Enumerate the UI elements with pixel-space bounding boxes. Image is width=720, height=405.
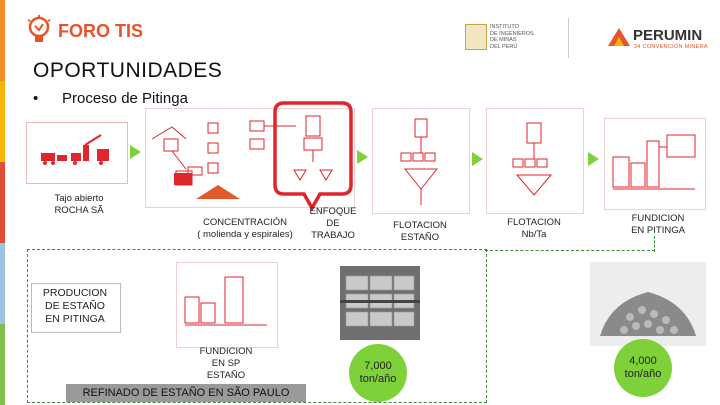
label-pitinga-smelter: FUNDICION EN PITINGA — [631, 213, 685, 236]
bullet-text: Proceso de Pitinga — [62, 90, 188, 107]
label-open-pit: Tajo abierto ROCHA SÃ — [54, 193, 104, 216]
flow-arrow-1 — [130, 145, 141, 159]
flow-arrow-4 — [588, 152, 599, 166]
tin-ingot-stack-icon — [340, 266, 420, 340]
perumin-name: PERUMIN — [633, 27, 703, 44]
panel-open-pit — [26, 122, 128, 184]
panel-pitinga-smelter — [604, 118, 706, 210]
panel-sp-smelter — [176, 262, 278, 348]
refining-bar: REFINADO DE ESTAÑO EN SÃO PAULO — [66, 384, 306, 402]
tin-pellets-icon — [590, 262, 706, 346]
panel-tin-flotation — [372, 108, 470, 214]
flow-arrow-2 — [357, 150, 368, 164]
connector-line — [654, 236, 655, 252]
flotation-cell-icon — [512, 122, 553, 196]
concentration-plant-icon — [151, 120, 296, 199]
mining-equipment-icon — [41, 134, 109, 165]
label-tin-flotation: FLOTACION ESTAÑO — [393, 220, 447, 243]
brand-name: FORO TIS — [58, 21, 143, 41]
flow-arrow-3 — [472, 152, 483, 166]
value-badge-left: 7,000 ton/año — [349, 344, 407, 402]
institute-seal-icon — [465, 24, 487, 50]
mountain-icon — [608, 28, 630, 46]
label-focus: ENFOQUE DE TRABAJO — [309, 206, 357, 241]
slide-title: OPORTUNIDADES — [33, 59, 223, 82]
label-concentration: CONCENTRACIÓN ( molienda y espirales) — [197, 217, 293, 240]
production-box — [31, 283, 121, 333]
left-color-strip — [0, 0, 5, 405]
smelter-icon — [612, 134, 696, 190]
lightbulb-icon — [27, 15, 51, 42]
tin-pellets-image — [590, 262, 706, 346]
institute-name: INSTITUTO DE INGENIEROS DE MINAS DEL PER… — [490, 24, 534, 50]
smelter-icon — [184, 276, 267, 326]
header-divider — [568, 18, 569, 58]
tin-ingots-image — [340, 266, 420, 340]
focus-callout-frame — [273, 101, 353, 212]
label-refining: REFINADO DE ESTAÑO EN SÃO PAULO — [82, 387, 290, 399]
label-sp-smelter: FUNDICION EN SP ESTAÑO — [199, 346, 253, 381]
perumin-logo — [608, 28, 630, 51]
label-production: PRODUCION DE ESTAÑO EN PITINGA — [42, 287, 108, 325]
label-nbta-flotation: FLOTACION Nb/Ta — [507, 217, 561, 240]
value-badge-right: 4,000 ton/año — [614, 339, 672, 397]
foro-tis-logo — [26, 14, 52, 53]
flotation-cell-icon — [400, 118, 439, 205]
bullet-dot: • — [33, 90, 39, 107]
perumin-subtitle: 34 CONVENCIÓN MINERA — [634, 44, 708, 50]
dashed-region — [27, 249, 487, 403]
panel-nbta-flotation — [486, 108, 584, 214]
connector-line-h — [485, 250, 655, 251]
